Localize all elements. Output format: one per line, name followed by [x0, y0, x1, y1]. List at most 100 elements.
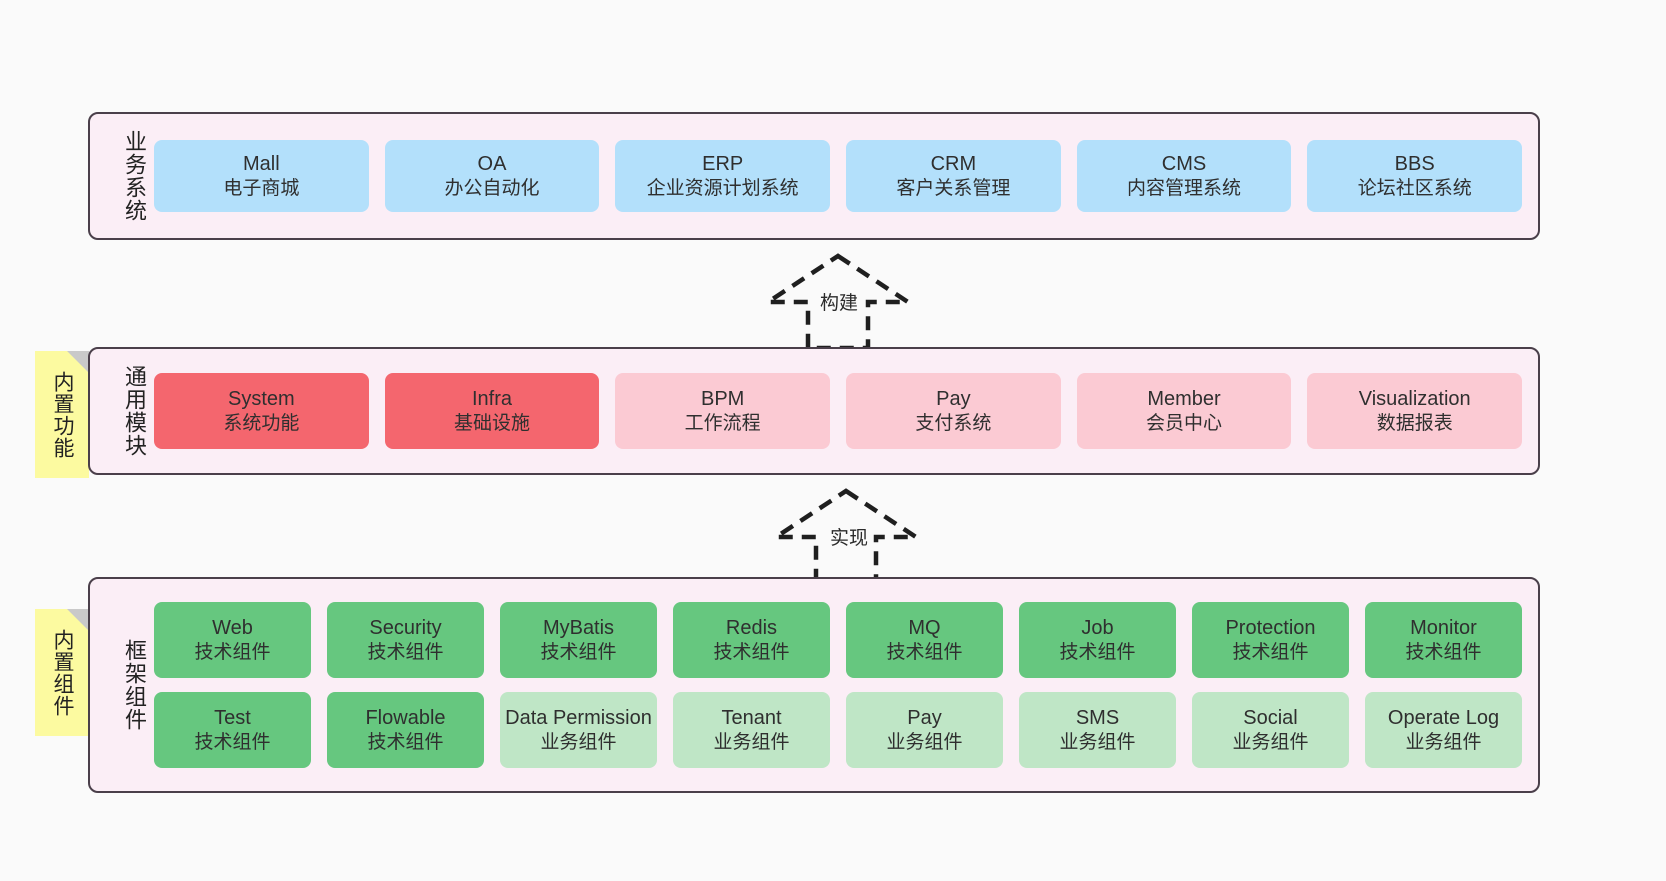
card-title: Social: [1243, 706, 1298, 729]
card-visualization[interactable]: Visualization 数据报表: [1307, 373, 1523, 449]
card-bbs[interactable]: BBS 论坛社区系统: [1307, 140, 1523, 212]
card-title: BPM: [701, 387, 745, 410]
connector-label-implement: 实现: [828, 523, 871, 550]
card-title: Operate Log: [1387, 706, 1500, 729]
card-row: System 系统功能 Infra 基础设施 BPM 工作流程 Pay 支付系统…: [154, 373, 1523, 449]
card-social[interactable]: Social 业务组件: [1192, 692, 1349, 768]
card-subtitle: 技术组件: [1059, 641, 1136, 663]
card-redis[interactable]: Redis 技术组件: [673, 602, 830, 678]
card-erp[interactable]: ERP 企业资源计划系统: [615, 140, 831, 212]
card-title: MyBatis: [542, 616, 615, 639]
sticky-note-label: 内置功能: [50, 370, 74, 459]
card-subtitle: 技术组件: [540, 641, 617, 663]
card-job[interactable]: Job 技术组件: [1019, 602, 1176, 678]
card-crm[interactable]: CRM 客户关系管理: [846, 140, 1061, 212]
sticky-note-builtin-function: 内置功能: [35, 351, 89, 478]
card-title: MQ: [908, 616, 941, 639]
card-operate-log[interactable]: Operate Log 业务组件: [1365, 692, 1522, 768]
card-subtitle: 业务组件: [1405, 731, 1482, 753]
layer-title-common: 通用模块: [122, 365, 147, 457]
card-title: CRM: [930, 152, 977, 175]
card-row: Mall 电子商城 OA 办公自动化 ERP 企业资源计划系统 CRM 客户关系…: [154, 140, 1523, 212]
card-title: BBS: [1394, 152, 1435, 175]
card-security[interactable]: Security 技术组件: [327, 602, 484, 678]
sticky-note-label: 内置组件: [50, 628, 74, 717]
card-title: System: [227, 387, 295, 410]
card-title: OA: [477, 152, 507, 175]
card-subtitle: 技术组件: [367, 731, 444, 753]
card-pay-component[interactable]: Pay 业务组件: [846, 692, 1003, 768]
card-title: CMS: [1161, 152, 1207, 175]
card-title: Protection: [1225, 616, 1316, 639]
card-subtitle: 技术组件: [194, 641, 271, 663]
card-subtitle: 办公自动化: [444, 177, 540, 199]
card-subtitle: 数据报表: [1376, 412, 1453, 434]
card-subtitle: 业务组件: [1059, 731, 1136, 753]
dashed-generalization-arrow-icon: [760, 253, 916, 351]
card-title: Mall: [243, 152, 280, 175]
card-sms[interactable]: SMS 业务组件: [1019, 692, 1176, 768]
card-row: Test 技术组件 Flowable 技术组件 Data Permission …: [154, 692, 1522, 768]
card-bpm[interactable]: BPM 工作流程: [615, 373, 831, 449]
card-monitor[interactable]: Monitor 技术组件: [1365, 602, 1522, 678]
card-subtitle: 工作流程: [684, 412, 761, 434]
folded-corner-icon: [67, 351, 89, 373]
layer-body-business: Mall 电子商城 OA 办公自动化 ERP 企业资源计划系统 CRM 客户关系…: [146, 114, 1538, 238]
card-subtitle: 内容管理系统: [1127, 177, 1242, 199]
card-subtitle: 客户关系管理: [896, 177, 1011, 199]
card-subtitle: 会员中心: [1146, 412, 1223, 434]
card-tenant[interactable]: Tenant 业务组件: [673, 692, 830, 768]
card-title: Pay: [907, 706, 942, 729]
card-member[interactable]: Member 会员中心: [1076, 373, 1292, 449]
layer-common-modules: 通用模块 System 系统功能 Infra 基础设施 BPM 工作流程 Pay…: [88, 347, 1540, 475]
card-mall[interactable]: Mall 电子商城: [154, 140, 369, 212]
card-flowable[interactable]: Flowable 技术组件: [327, 692, 484, 768]
card-system[interactable]: System 系统功能: [154, 373, 369, 449]
connector-implement: 实现: [768, 487, 932, 587]
card-subtitle: 电子商城: [223, 177, 300, 199]
card-title: Flowable: [365, 706, 446, 729]
card-title: Pay: [936, 387, 971, 410]
card-oa[interactable]: OA 办公自动化: [384, 140, 600, 212]
card-subtitle: 技术组件: [1405, 641, 1482, 663]
card-title: Job: [1081, 616, 1114, 639]
card-subtitle: 企业资源计划系统: [646, 177, 799, 199]
layer-body-framework: Web 技术组件 Security 技术组件 MyBatis 技术组件 Redi…: [146, 579, 1538, 791]
card-data-permission[interactable]: Data Permission 业务组件: [500, 692, 657, 768]
card-title: Monitor: [1410, 616, 1477, 639]
layer-title-framework: 框架组件: [122, 639, 147, 731]
card-title: Visualization: [1358, 387, 1471, 410]
card-protection[interactable]: Protection 技术组件: [1192, 602, 1349, 678]
card-subtitle: 技术组件: [886, 641, 963, 663]
card-subtitle: 技术组件: [1232, 641, 1309, 663]
card-mybatis[interactable]: MyBatis 技术组件: [500, 602, 657, 678]
card-subtitle: 支付系统: [915, 412, 992, 434]
card-title: Member: [1147, 387, 1221, 410]
card-subtitle: 技术组件: [367, 641, 444, 663]
card-title: Tenant: [721, 706, 782, 729]
card-mq[interactable]: MQ 技术组件: [846, 602, 1003, 678]
card-pay[interactable]: Pay 支付系统: [846, 373, 1061, 449]
card-infra[interactable]: Infra 基础设施: [384, 373, 600, 449]
card-subtitle: 业务组件: [713, 731, 790, 753]
card-subtitle: 技术组件: [713, 641, 790, 663]
folded-corner-icon: [67, 609, 89, 631]
connector-label-build: 构建: [818, 288, 861, 315]
connector-build: 构建: [758, 252, 918, 352]
card-web[interactable]: Web 技术组件: [154, 602, 311, 678]
sticky-note-builtin-component: 内置组件: [35, 609, 89, 736]
card-subtitle: 业务组件: [1232, 731, 1309, 753]
layer-body-common: System 系统功能 Infra 基础设施 BPM 工作流程 Pay 支付系统…: [146, 349, 1538, 473]
card-subtitle: 系统功能: [223, 412, 300, 434]
card-subtitle: 业务组件: [540, 731, 617, 753]
card-title: Security: [369, 616, 442, 639]
card-test[interactable]: Test 技术组件: [154, 692, 311, 768]
dashed-generalization-arrow-icon: [768, 488, 924, 586]
layer-framework-components: 框架组件 Web 技术组件 Security 技术组件 MyBatis 技术组件…: [88, 577, 1540, 793]
layer-title-business: 业务系统: [122, 130, 147, 222]
card-cms[interactable]: CMS 内容管理系统: [1076, 140, 1292, 212]
card-title: Test: [214, 706, 251, 729]
card-title: SMS: [1075, 706, 1120, 729]
card-title: Infra: [471, 387, 513, 410]
layer-business-systems: 业务系统 Mall 电子商城 OA 办公自动化 ERP 企业资源计划系统 CRM…: [88, 112, 1540, 240]
